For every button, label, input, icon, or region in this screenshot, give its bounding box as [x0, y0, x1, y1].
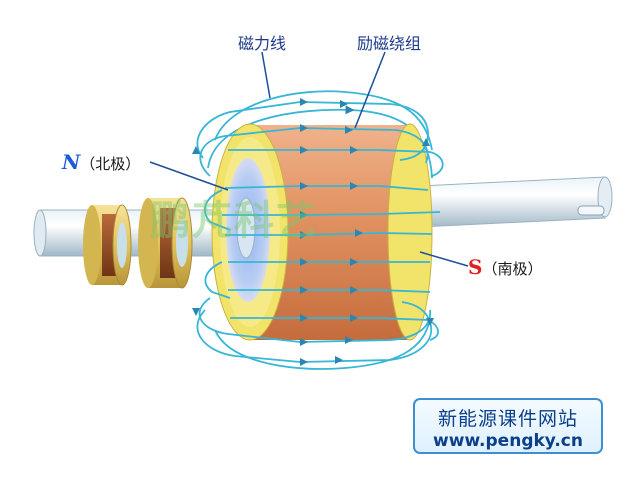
- label-pointers: [149, 51, 469, 267]
- label-excitation-winding: 励磁绕组: [357, 34, 422, 53]
- pointer-field-lines: [261, 51, 271, 99]
- site-name: 新能源课件网站: [437, 408, 578, 430]
- slip-ring-1: [83, 204, 132, 286]
- pointer-winding: [354, 51, 386, 129]
- south-letter: S: [468, 255, 483, 279]
- site-url: www.pengky.cn: [433, 431, 583, 451]
- north-letter: N: [62, 150, 81, 174]
- pointer-south: [419, 251, 469, 267]
- north-text: （北极）: [80, 155, 141, 173]
- watermark: 鹏芃科艺: [150, 198, 318, 244]
- south-text: （南极）: [482, 260, 543, 278]
- label-south-pole: S（南极）: [468, 255, 542, 279]
- field-lines-front: [196, 101, 444, 363]
- shaft-right: [399, 176, 613, 229]
- label-north-pole: N（北极）: [62, 150, 140, 174]
- pointer-north: [149, 161, 229, 191]
- label-field-lines: 磁力线: [238, 34, 287, 53]
- keyway-slot: [577, 205, 605, 216]
- rotor-coil: [211, 123, 433, 341]
- field-line-arrows: [192, 98, 434, 366]
- site-badge: 新能源课件网站 www.pengky.cn: [413, 398, 603, 454]
- slip-ring-2: [138, 197, 193, 289]
